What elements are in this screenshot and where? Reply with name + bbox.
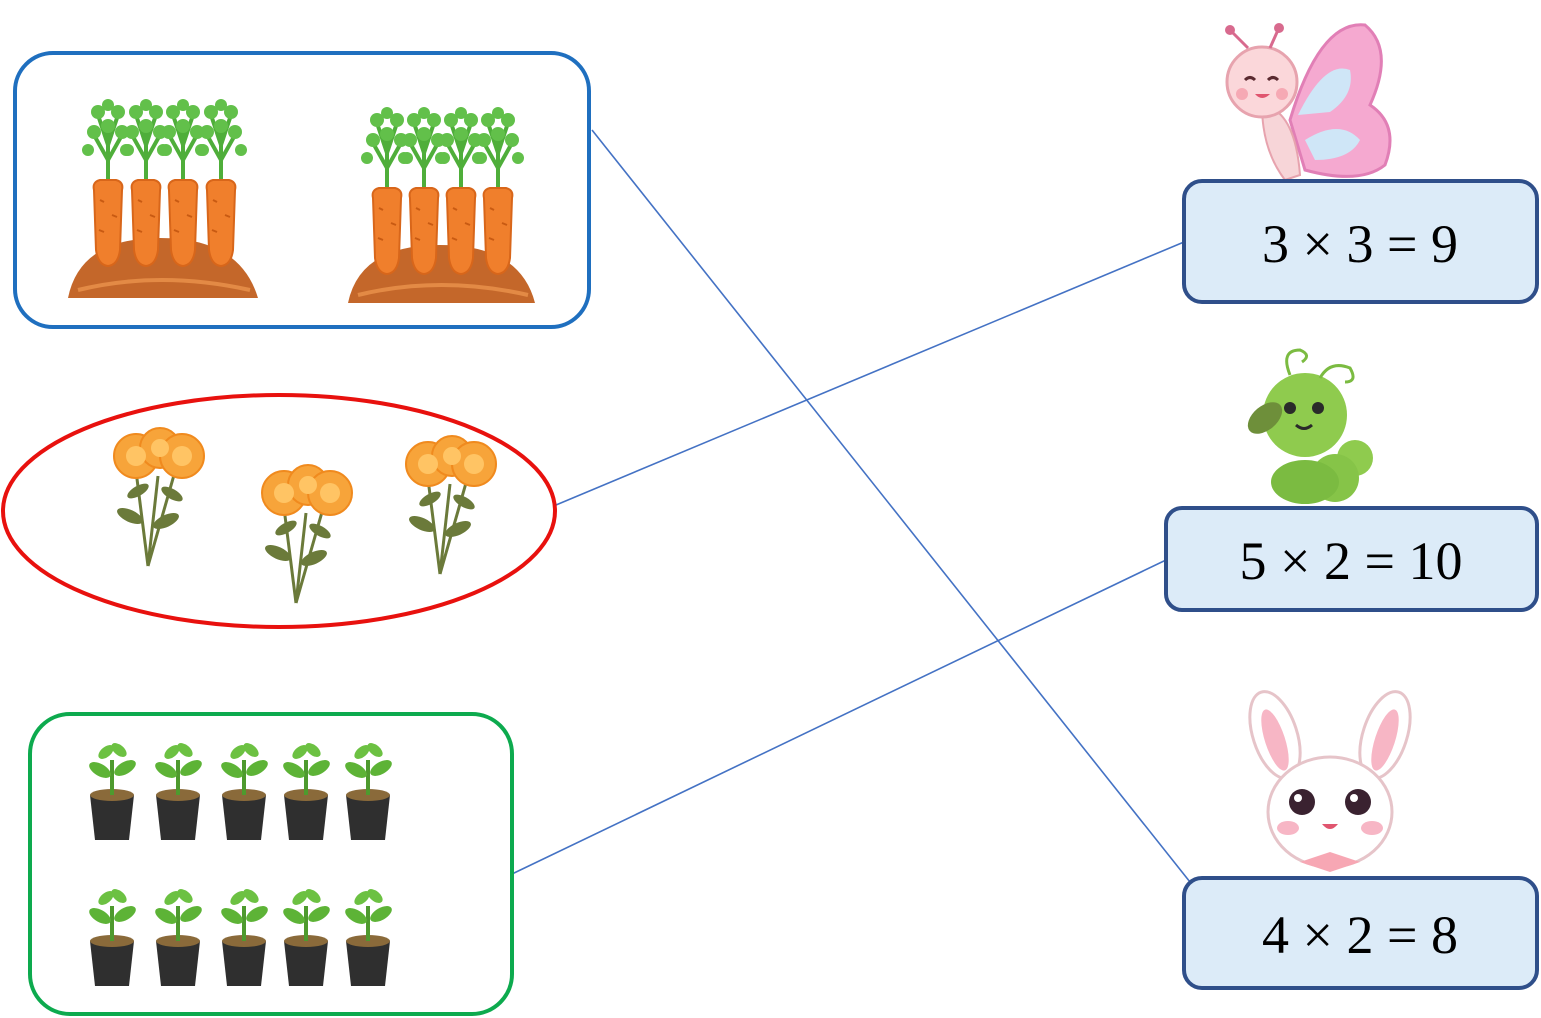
equation-text: 3 × 3 = 9 xyxy=(1262,214,1458,274)
equation-box-1[interactable]: 3 × 3 = 9 xyxy=(1182,179,1539,304)
group-seedlings[interactable] xyxy=(28,712,514,1016)
butterfly-icon xyxy=(1225,23,1392,182)
seedlings-frame xyxy=(28,712,514,1016)
match-line-seedlings-eq2 xyxy=(511,559,1167,875)
equation-text: 5 × 2 = 10 xyxy=(1240,531,1463,591)
group-flowers[interactable] xyxy=(1,393,557,629)
connection-lines xyxy=(511,129,1191,883)
bunny-icon xyxy=(1248,690,1412,872)
match-line-carrots-eq3 xyxy=(591,129,1191,883)
group-carrots[interactable] xyxy=(13,51,591,329)
equation-text: 4 × 2 = 8 xyxy=(1262,905,1458,965)
equation-box-2[interactable]: 5 × 2 = 10 xyxy=(1164,506,1539,612)
caterpillar-icon xyxy=(1247,348,1373,504)
match-line-flowers-eq1 xyxy=(555,241,1185,506)
carrot-patch-icon xyxy=(68,97,258,298)
carrot-patch-icon xyxy=(348,105,535,303)
equation-box-3[interactable]: 4 × 2 = 8 xyxy=(1182,876,1539,990)
